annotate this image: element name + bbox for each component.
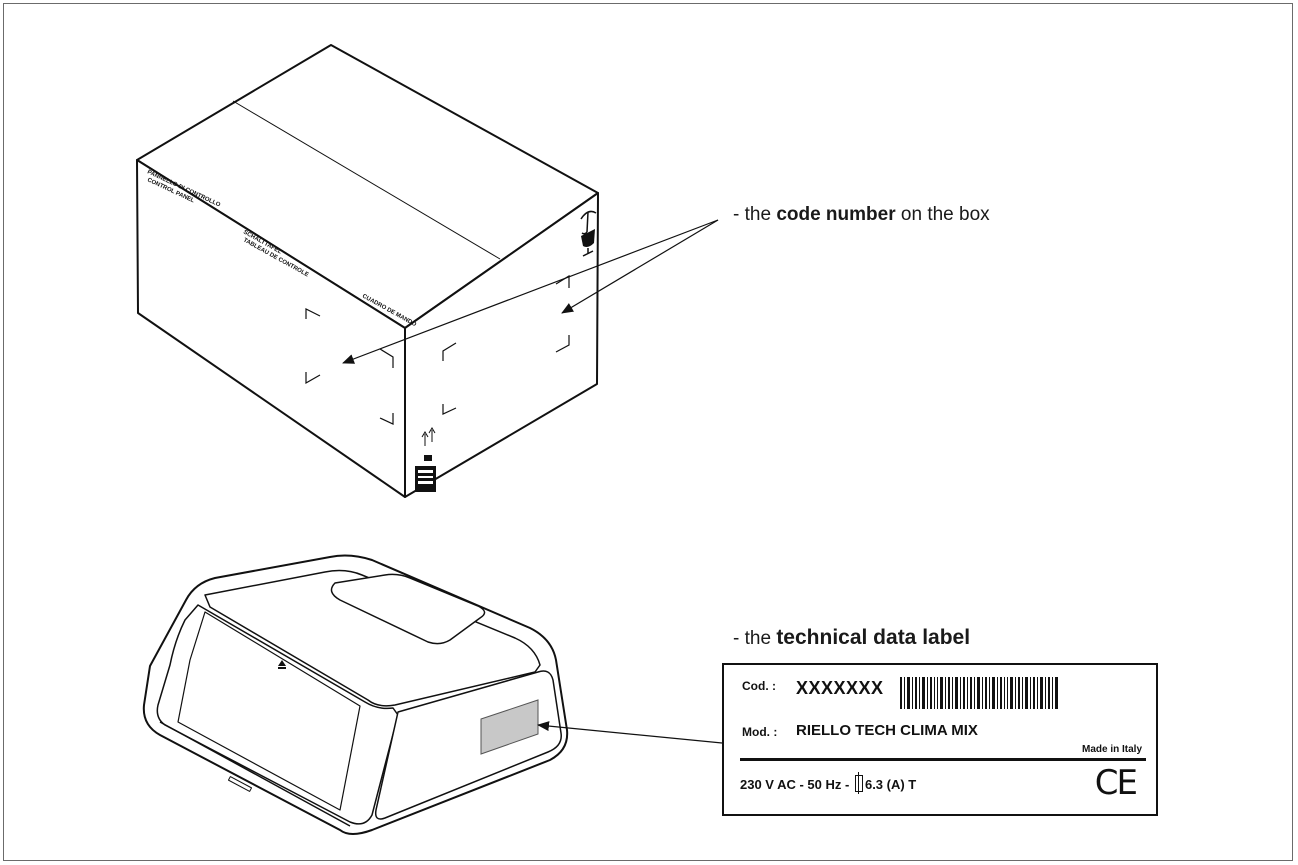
label-power-left: 230 V AC - 50 Hz - bbox=[740, 777, 850, 792]
cardboard-box bbox=[136, 44, 599, 498]
riello-logo-icon bbox=[278, 660, 286, 669]
label-power-right: 6.3 (A) T bbox=[864, 777, 917, 792]
unit-front-inner bbox=[177, 611, 361, 811]
box-stack-icon bbox=[424, 455, 432, 461]
code-number-caption: - the code number on the box bbox=[733, 204, 990, 225]
unit-front-face bbox=[156, 604, 399, 825]
box-corner-barcode bbox=[415, 466, 436, 492]
box-side-face bbox=[404, 192, 599, 498]
side-code-area bbox=[442, 274, 570, 415]
label-cod-value: XXXXXXX bbox=[796, 678, 884, 698]
front-code-area bbox=[305, 308, 394, 425]
box-tape-line bbox=[232, 100, 501, 260]
this-way-up-icon bbox=[421, 427, 436, 446]
unit-front-slot bbox=[227, 776, 253, 792]
label-mod-key: Mod. : bbox=[742, 725, 778, 739]
arrow-to-unit-label bbox=[537, 721, 723, 744]
unit-label-patch bbox=[480, 699, 539, 755]
control-panel-unit bbox=[142, 554, 569, 835]
ce-mark: CE bbox=[1094, 763, 1138, 803]
fuse-icon bbox=[854, 772, 863, 794]
technical-label-caption: - the technical data label bbox=[733, 626, 971, 649]
label-mod-value: RIELLO TECH CLIMA MIX bbox=[796, 722, 978, 739]
glass-fragile-icon bbox=[581, 229, 595, 257]
figure-frame bbox=[3, 3, 1293, 861]
code-number-arrows bbox=[342, 219, 719, 364]
barcode-icon bbox=[900, 677, 1058, 709]
technical-data-label: Cod. : XXXXXXX Mod. : RIELLO TECH CLIMA … bbox=[722, 663, 1158, 816]
unit-lid bbox=[330, 573, 486, 645]
arrow-to-side-code bbox=[561, 219, 719, 314]
umbrella-icon bbox=[580, 210, 597, 235]
label-cod-key: Cod. : bbox=[742, 679, 776, 693]
label-power-rating: 230 V AC - 50 Hz - 6.3 (A) T bbox=[740, 772, 917, 794]
label-made-in: Made in Italy bbox=[1081, 744, 1142, 755]
label-divider bbox=[740, 758, 1146, 761]
unit-top-surface bbox=[204, 569, 541, 707]
unit-bottom-lip bbox=[159, 721, 351, 827]
arrow-to-front-code bbox=[342, 219, 719, 364]
